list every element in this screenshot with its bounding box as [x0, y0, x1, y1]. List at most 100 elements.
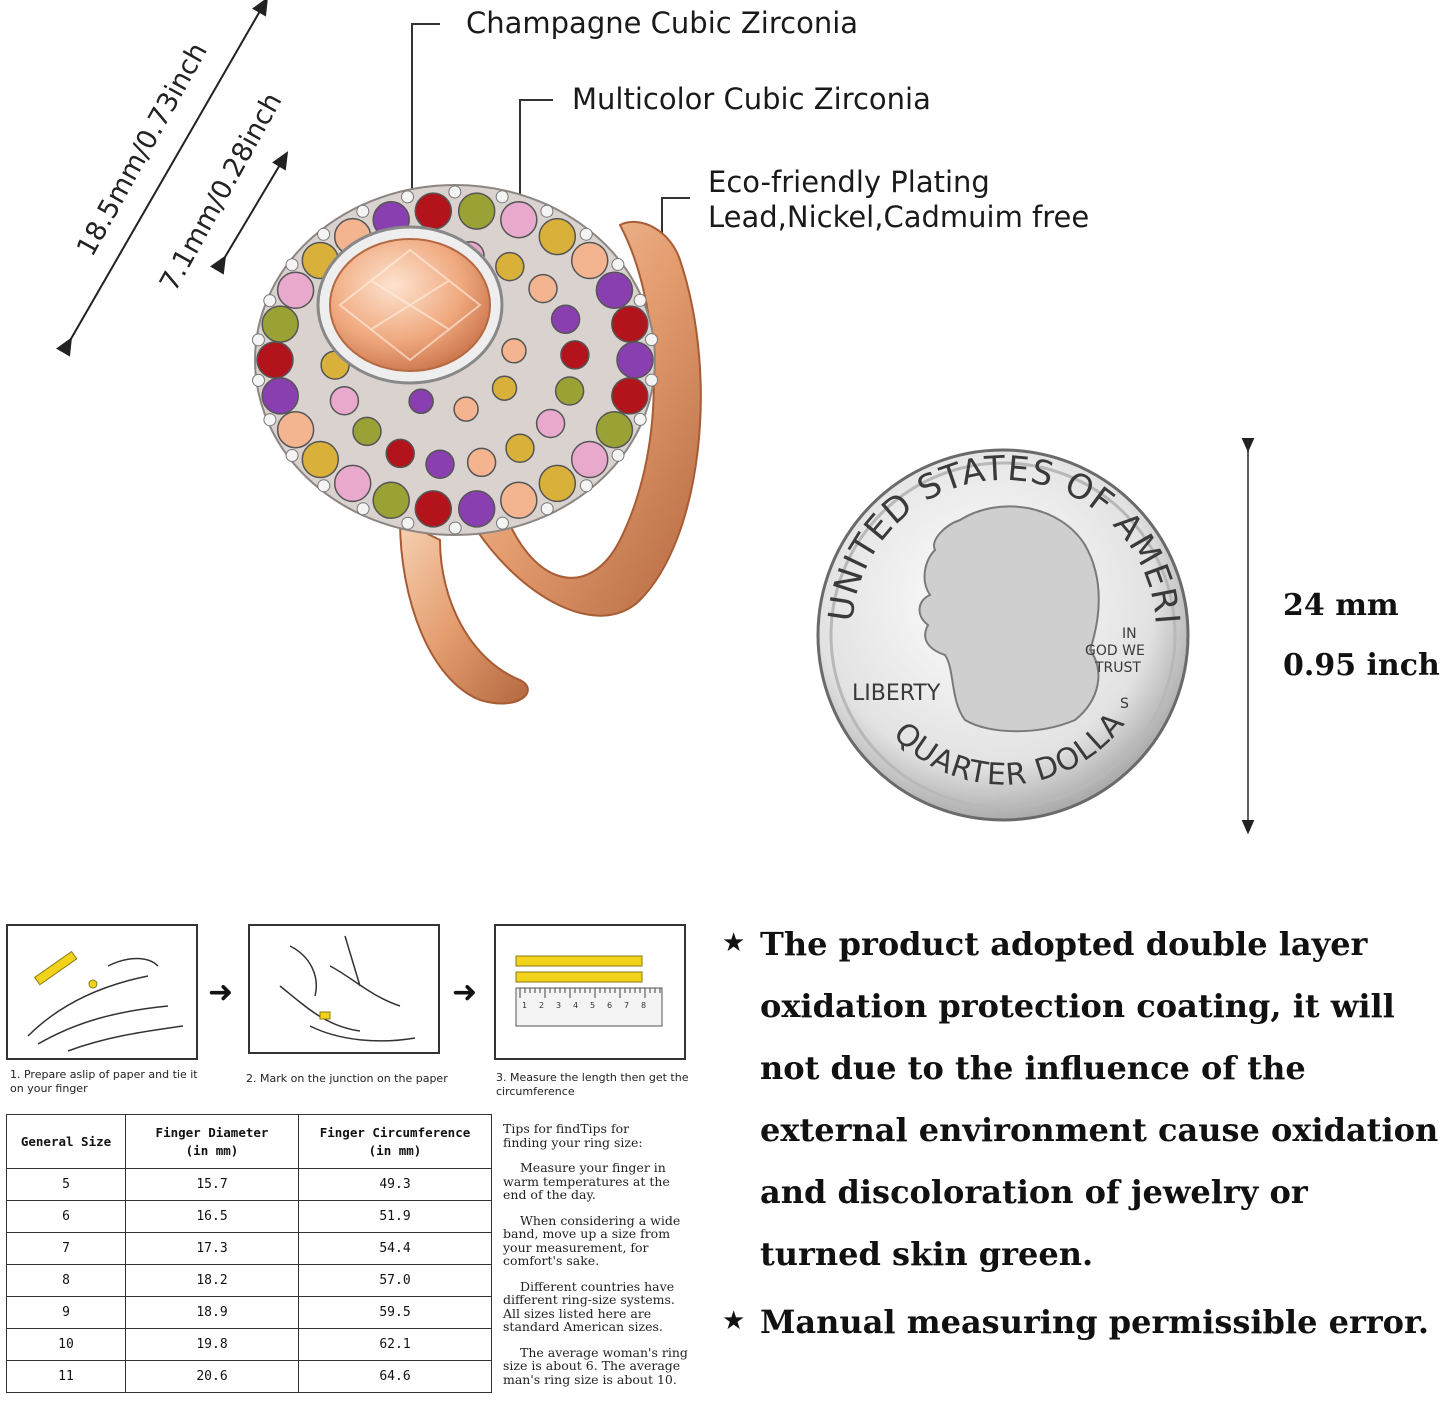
step-2-box: [248, 924, 440, 1054]
cell-finger-diameter: 16.5: [125, 1200, 299, 1233]
gemstone: [466, 447, 497, 478]
cell-finger-circumference: 62.1: [298, 1328, 492, 1361]
tip-line: your measurement, for: [503, 1239, 649, 1255]
tip-line: size is about 6. The average: [503, 1358, 681, 1373]
gemstone: [595, 271, 634, 310]
gemstone: [301, 440, 340, 479]
gemstone: [453, 396, 479, 422]
note-line: The product adopted double layer: [760, 925, 1368, 963]
ruler-number: 6: [607, 1001, 612, 1010]
tip-line: When considering a wide: [520, 1212, 681, 1228]
gemstone: [554, 376, 585, 406]
tip-line: comfort's sake.: [503, 1253, 600, 1268]
prong: [540, 502, 554, 516]
gemstone: [570, 440, 609, 479]
ruler-number: 7: [624, 1001, 629, 1010]
prong: [263, 294, 277, 308]
step-1-caption-line2: on your finger: [10, 1082, 88, 1095]
tip-line: end of the day.: [503, 1187, 596, 1202]
prong: [496, 516, 509, 530]
gemstone: [560, 340, 590, 370]
ruler-number: 2: [539, 1001, 544, 1010]
note-line: and discoloration of jewelry or: [760, 1173, 1308, 1211]
plating-callout-line2: Lead,Nickel,Cadmuim free: [708, 200, 1090, 234]
ring-size-table: General Size Finger Diameter(in mm) Fing…: [6, 1114, 492, 1393]
prong: [579, 479, 593, 493]
coin-liberty: LIBERTY: [852, 681, 941, 706]
step-3-caption-line2: circumference: [496, 1085, 575, 1098]
cell-finger-diameter: 17.3: [125, 1232, 299, 1265]
prong: [448, 521, 462, 535]
prong: [285, 258, 299, 272]
cell-finger-circumference: 54.4: [298, 1232, 492, 1265]
length-arrow: [56, 0, 268, 357]
header-finger-diameter: Finger Diameter(in mm): [125, 1114, 299, 1169]
star-bullet-icon-2: ★: [722, 1306, 746, 1336]
ruler-number: 5: [590, 1001, 595, 1010]
coin-size-mm: 24 mm: [1283, 588, 1399, 623]
gemstone: [570, 241, 609, 280]
coin-rim: [829, 461, 1177, 809]
step-1-caption-line1: 1. Prepare aslip of paper and tie it: [10, 1068, 198, 1081]
ring-band: [468, 220, 702, 617]
prong: [401, 516, 415, 530]
cell-finger-diameter: 15.7: [125, 1168, 299, 1201]
gemstone: [535, 408, 566, 439]
cell-general-size: 5: [6, 1168, 126, 1201]
cell-general-size: 7: [6, 1232, 126, 1265]
cell-general-size: 11: [6, 1360, 126, 1393]
cell-general-size: 8: [6, 1264, 126, 1297]
prong: [645, 333, 658, 347]
prong: [356, 502, 370, 516]
coin-motto-3: TRUST: [1094, 660, 1141, 676]
cell-finger-circumference: 57.0: [298, 1264, 492, 1297]
gemstone: [408, 388, 434, 415]
center-stone-facets: [338, 248, 482, 362]
tip-line: The average woman's ring: [520, 1344, 688, 1360]
cell-finger-circumference: 64.6: [298, 1360, 492, 1393]
gemstone: [425, 449, 455, 479]
step-1-box: [6, 924, 198, 1060]
champagne-callout: Champagne Cubic Zirconia: [466, 6, 859, 40]
gemstone: [595, 410, 634, 449]
gemstone: [501, 338, 527, 364]
gemstone: [261, 305, 299, 343]
gemstone: [500, 481, 538, 520]
ring-band-lower: [398, 518, 529, 705]
gemstone: [505, 433, 535, 463]
cell-finger-diameter: 18.2: [125, 1264, 299, 1297]
ruler-number: 1: [522, 1001, 527, 1010]
cell-finger-circumference: 49.3: [298, 1168, 492, 1201]
tip-line: Different countries have: [520, 1278, 675, 1294]
cell-finger-diameter: 20.6: [125, 1360, 299, 1393]
gemstone: [457, 192, 496, 230]
prong: [263, 413, 277, 427]
ruler-number: 3: [556, 1001, 561, 1010]
oxidation-note: The product adopted double layer oxidati…: [760, 913, 1438, 1285]
gemstone: [495, 251, 525, 282]
tip-line: warm temperatures at the: [503, 1173, 670, 1189]
gemstone: [276, 410, 315, 449]
gemstone: [352, 416, 382, 447]
tip-line: Tips for findTips for: [503, 1121, 630, 1136]
note-line: external environment cause oxidation: [760, 1111, 1439, 1149]
cell-finger-diameter: 18.9: [125, 1296, 299, 1329]
gemstone: [491, 375, 518, 401]
gemstone: [550, 304, 581, 335]
ruler-number: 8: [641, 1001, 646, 1010]
gemstone: [414, 490, 453, 528]
gemstone: [611, 377, 649, 415]
multicolor-leader: [519, 99, 553, 200]
coin-motto-2: GOD WE: [1085, 643, 1145, 659]
gemstone: [538, 464, 577, 503]
cell-finger-diameter: 19.8: [125, 1328, 299, 1361]
width-arrow: [210, 151, 289, 275]
prong: [579, 227, 593, 241]
gemstone: [329, 385, 360, 416]
prong: [540, 204, 554, 218]
